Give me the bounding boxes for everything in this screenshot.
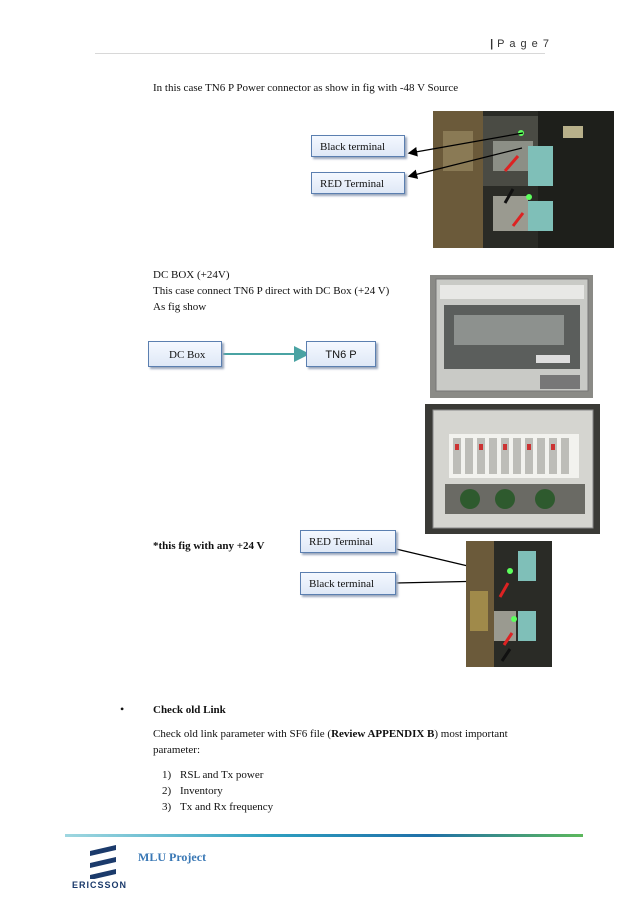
arrow-black-terminal-1 [407,132,524,157]
section2-line3: As fig show [153,301,207,313]
tn6p-label: TN6 P [306,341,376,367]
section2-title: DC BOX (+24V) [153,269,230,281]
callout-black-terminal-1: Black terminal [311,135,405,157]
footer-project-name: MLU Project [138,850,207,864]
ericsson-wordmark: ERICSSON [72,880,128,890]
page-number-header: |P a g e 7 [470,38,550,50]
footer-rule [65,834,583,837]
dc-box-label: DC Box [148,341,222,367]
header-rule [95,53,545,54]
check-old-link-heading: Check old Link [153,704,226,716]
header-separator: | [490,38,495,50]
list-item: 2)Inventory [162,785,223,797]
page-label: P a g e [497,38,539,50]
parameter-list: 1)RSL and Tx power 2)Inventory 3)Tx and … [162,767,273,815]
dc-box-closed-photo [430,275,593,398]
power-connector-photo-1 [433,111,614,248]
ericsson-logo-icon [82,843,126,880]
appendix-reference: Review APPENDIX B [331,728,435,740]
dc-box-open-photo [425,404,600,534]
arrow-red-terminal-1 [407,147,523,179]
page-number: 7 [542,38,550,50]
power-connector-photo-2 [466,541,552,667]
callout-black-terminal-2: Black terminal [300,572,396,595]
bullet-marker: • [120,702,125,716]
section1-intro: In this case TN6 P Power connector as sh… [153,82,459,94]
list-item: 3)Tx and Rx frequency [162,801,274,813]
check-old-link-paragraph-line2: parameter: [153,744,201,756]
section2-line2: This case connect TN6 P direct with DC B… [153,285,390,297]
section3-note: *this fig with any +24 V [153,540,265,552]
callout-red-terminal-2: RED Terminal [300,530,396,553]
para-text-b: ) most important [434,728,508,740]
callout-red-terminal-1: RED Terminal [311,172,405,194]
para-text-a: Check old link parameter with SF6 file ( [153,728,332,740]
list-item: 1)RSL and Tx power [162,769,264,781]
check-old-link-paragraph: Check old link parameter with SF6 file (… [153,726,508,742]
